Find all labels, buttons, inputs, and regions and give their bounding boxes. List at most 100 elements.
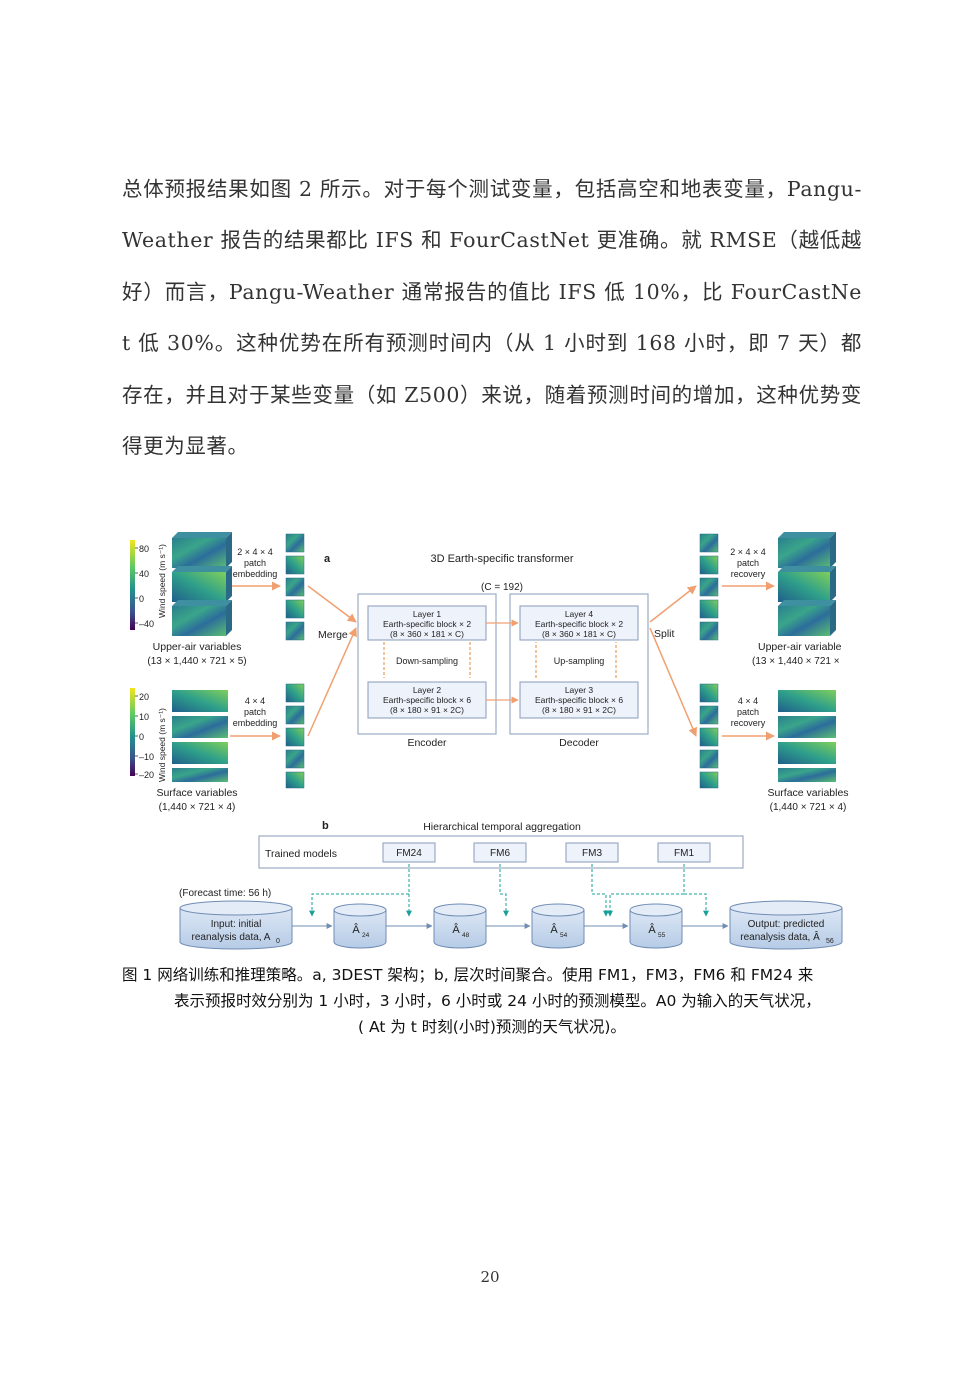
model-usage-lines	[309, 864, 709, 917]
upper-colorbar: 80 40 0 –40 Wind speed (m s⁻¹)	[130, 540, 167, 630]
svg-text:54: 54	[560, 932, 568, 939]
hier-title: Hierarchical temporal aggregation	[423, 821, 581, 833]
output-cylinder: Output: predicted reanalysis data, Â 56	[729, 900, 843, 950]
upper-tick-80: 80	[139, 544, 149, 554]
layer1-dims: (8 × 360 × 181 × C)	[390, 629, 464, 639]
trained-models-label: Trained models	[265, 848, 337, 860]
layer2-title: Layer 2	[413, 685, 442, 695]
body-paragraph: 总体预报结果如图 2 所示。对于每个测试变量，包括高空和地表变量，Pangu-W…	[122, 177, 862, 459]
surface-tick-minus20: –20	[139, 770, 154, 780]
upper-output-dims: (13 × 1,440 × 721 ×	[752, 656, 840, 667]
surface-tick-minus10: –10	[139, 752, 154, 762]
surface-tick-0: 0	[139, 732, 144, 742]
panel-b-label: b	[322, 820, 329, 832]
svg-text:Â: Â	[352, 923, 360, 936]
page-number: 20	[480, 1268, 500, 1286]
layer4-title: Layer 4	[565, 609, 594, 619]
layer1-block: Earth-specific block × 2	[383, 619, 471, 629]
upper-recovery-line1: 2 × 4 × 4	[730, 547, 766, 557]
model-fm6: FM6	[473, 842, 527, 863]
input-cylinder: Input: initial reanalysis data, A 0	[179, 900, 293, 950]
surface-tick-20: 20	[139, 692, 149, 702]
output-line2: reanalysis data, Â	[740, 930, 820, 943]
layer2-box	[367, 681, 487, 719]
figure-caption: 图 1 网络训练和推理策略。a, 3DEST 架构；b, 层次时间聚合。使用 F…	[122, 962, 862, 1040]
figure-1: 80 40 0 –40 Wind speed (m s⁻¹) 20 10 0 –…	[122, 528, 862, 960]
transformer-title: 3D Earth-specific transformer	[430, 553, 573, 565]
upper-patch-line2: patch	[244, 558, 266, 568]
model-fm1: FM1	[657, 842, 711, 863]
layer3-dims: (8 × 180 × 91 × 2C)	[542, 705, 616, 715]
model-fm24: FM24	[382, 842, 436, 863]
surface-patch-line1: 4 × 4	[245, 696, 265, 706]
upper-air-input-stack	[172, 532, 232, 636]
svg-text:55: 55	[658, 932, 666, 939]
upper-recovery-line3: recovery	[731, 569, 766, 579]
output-line1: Output: predicted	[748, 919, 825, 930]
layer3-box	[519, 681, 639, 719]
upper-input-name: Upper-air variables	[153, 641, 242, 653]
state-a48: Â 48	[433, 903, 487, 949]
surface-colorbar: 20 10 0 –10 –20 Wind speed (m s⁻¹)	[130, 688, 167, 782]
state-a24: Â 24	[333, 903, 387, 949]
upper-output-tokens	[699, 533, 719, 641]
upper-output-name: Upper-air variable	[758, 641, 842, 653]
merge-arrow-surface	[307, 627, 357, 737]
split-arrow-surface	[649, 627, 697, 737]
surface-recovery-line2: patch	[737, 707, 759, 717]
input-line1: Input: initial	[211, 919, 262, 930]
down-sampling-label: Down-sampling	[396, 656, 458, 666]
caption-line1: 图 1 网络训练和推理策略。a, 3DEST 架构；b, 层次时间聚合。使用 F…	[122, 966, 814, 984]
surface-input-stack	[172, 690, 228, 782]
svg-text:FM24: FM24	[396, 848, 422, 859]
surface-axis-label: Wind speed (m s⁻¹)	[157, 708, 167, 782]
surface-patch-line2: patch	[244, 707, 266, 717]
surface-recovery-line3: recovery	[731, 718, 766, 728]
encoder-frame	[357, 593, 497, 735]
surface-input-dims: (1,440 × 721 × 4)	[159, 802, 236, 813]
caption-line3: ( At 为 t 时刻(小时)预测的天气状况)。	[358, 1018, 626, 1036]
caption-line2: 表示预报时效分别为 1 小时，3 小时，6 小时或 24 小时的预测模型。A0 …	[174, 992, 821, 1010]
svg-text:Â: Â	[648, 923, 656, 936]
split-arrow-upper	[649, 585, 697, 623]
up-sampling-label: Up-sampling	[554, 656, 605, 666]
input-subscript: 0	[276, 938, 280, 945]
upper-patch-line3: embedding	[233, 569, 278, 579]
upper-air-output-stack	[778, 532, 836, 636]
svg-text:FM6: FM6	[490, 848, 510, 859]
surface-patch-line3: embedding	[233, 718, 278, 728]
output-subscript: 56	[826, 938, 834, 945]
svg-text:Â: Â	[452, 923, 460, 936]
layer4-dims: (8 × 360 × 181 × C)	[542, 629, 616, 639]
upper-tick-0: 0	[139, 594, 144, 604]
layer4-box	[519, 605, 639, 641]
upper-patch-line1: 2 × 4 × 4	[237, 547, 273, 557]
upper-tick-minus40: –40	[139, 619, 154, 629]
svg-text:48: 48	[462, 932, 470, 939]
layer2-block: Earth-specific block × 6	[383, 695, 471, 705]
surface-output-name: Surface variables	[767, 787, 848, 799]
surface-input-name: Surface variables	[156, 787, 237, 799]
svg-text:24: 24	[362, 932, 370, 939]
layer4-block: Earth-specific block × 2	[535, 619, 623, 629]
decoder-frame	[509, 593, 649, 735]
merge-label: Merge	[318, 629, 348, 641]
upper-embedded-tokens	[285, 533, 305, 641]
state-a54: Â 54	[531, 903, 585, 949]
input-line2: reanalysis data, A	[192, 932, 271, 943]
upper-tick-40: 40	[139, 569, 149, 579]
decoder-label: Decoder	[559, 737, 599, 749]
layer3-title: Layer 3	[565, 685, 594, 695]
surface-recovery-line1: 4 × 4	[738, 696, 758, 706]
layer3-block: Earth-specific block × 6	[535, 695, 623, 705]
surface-output-tokens	[699, 683, 719, 789]
layer2-dims: (8 × 180 × 91 × 2C)	[390, 705, 464, 715]
state-a55: Â 55	[629, 903, 683, 949]
layer1-title: Layer 1	[413, 609, 442, 619]
upper-input-dims: (13 × 1,440 × 721 × 5)	[147, 656, 246, 667]
split-label: Split	[654, 628, 675, 640]
channels-label: (C = 192)	[481, 582, 523, 593]
svg-text:Â: Â	[550, 923, 558, 936]
encoder-label: Encoder	[407, 737, 447, 749]
merge-arrow-upper	[307, 585, 357, 623]
